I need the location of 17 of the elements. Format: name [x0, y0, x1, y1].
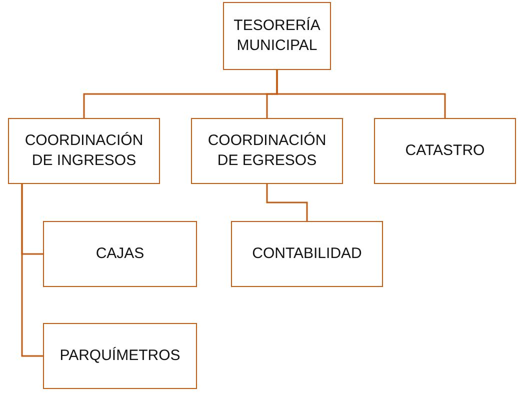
connector-line — [266, 184, 308, 221]
org-box — [43, 323, 197, 389]
org-box — [8, 118, 160, 184]
box-label: CATASTRO — [404, 141, 486, 161]
org-box — [191, 118, 343, 184]
box-label: COORDINACIÓN DE EGRESOS — [206, 131, 328, 171]
connector-line — [276, 70, 446, 118]
box-label: PARQUÍMETROS — [58, 346, 182, 366]
connector-line — [21, 184, 43, 357]
box-label: CONTABILIDAD — [251, 244, 363, 264]
box-label: COORDINACIÓN DE INGRESOS — [24, 131, 144, 171]
box-label: TESORERÍA MUNICIPAL — [232, 16, 322, 56]
org-box — [231, 221, 383, 287]
box-label: CAJAS — [94, 244, 146, 264]
org-box — [374, 118, 516, 184]
org-box — [223, 2, 331, 70]
org-box — [43, 221, 197, 287]
